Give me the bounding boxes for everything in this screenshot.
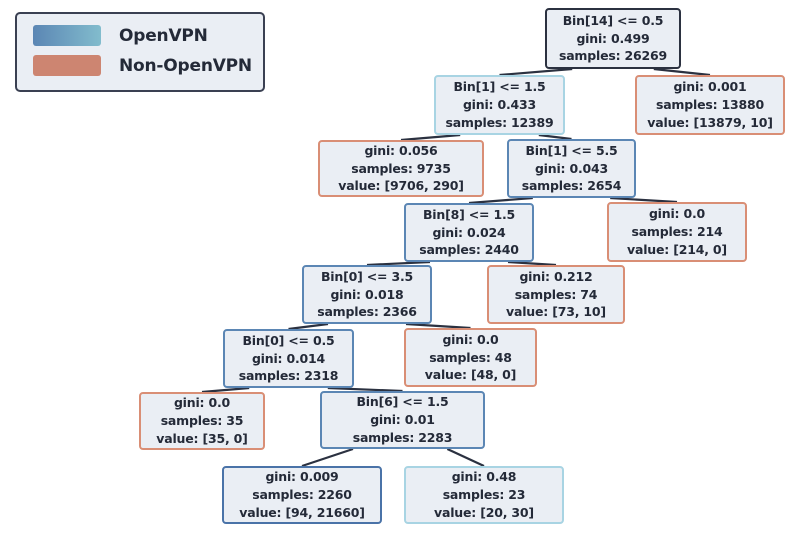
node-text-line: gini: 0.024 bbox=[432, 224, 506, 240]
node-text-line: value: [48, 0] bbox=[424, 367, 517, 383]
node-text-line: samples: 2283 bbox=[352, 429, 453, 445]
node-text-line: Bin[8] <= 1.5 bbox=[422, 206, 516, 222]
node-text-line: gini: 0.01 bbox=[370, 412, 435, 428]
node-text-line: value: [20, 30] bbox=[434, 504, 534, 520]
legend-swatch-openvpn bbox=[33, 25, 101, 46]
node-text-line: samples: 2440 bbox=[419, 242, 519, 258]
legend-item-non-openvpn: Non-OpenVPN bbox=[33, 55, 252, 76]
node-text-line: gini: 0.499 bbox=[576, 30, 650, 46]
node-text-line: value: [35, 0] bbox=[156, 430, 248, 446]
tree-edge bbox=[446, 448, 485, 467]
node-bin0-le-0p5: Bin[0] <= 0.5 gini: 0.014 samples: 2318 bbox=[223, 329, 354, 388]
legend-label-non-openvpn: Non-OpenVPN bbox=[119, 55, 252, 76]
node-text-line: samples: 74 bbox=[514, 286, 598, 302]
node-bin0-le-3p5: Bin[0] <= 3.5 gini: 0.018 samples: 2366 bbox=[302, 265, 432, 324]
node-text-line: value: [73, 10] bbox=[506, 304, 606, 320]
node-text-line: Bin[14] <= 0.5 bbox=[562, 12, 664, 28]
node-text-line: gini: 0.056 bbox=[364, 142, 438, 158]
node-text-line: samples: 2366 bbox=[317, 304, 417, 320]
legend-swatch-non-openvpn bbox=[33, 55, 101, 76]
legend-item-openvpn: OpenVPN bbox=[33, 25, 208, 46]
tree-edge bbox=[301, 447, 354, 468]
node-text-line: Bin[6] <= 1.5 bbox=[356, 394, 449, 410]
node-text-line: samples: 26269 bbox=[558, 48, 668, 64]
node-text-line: value: [94, 21660] bbox=[239, 504, 365, 520]
node-text-line: gini: 0.0 bbox=[173, 395, 231, 411]
node-bin8-le-1p5: Bin[8] <= 1.5 gini: 0.024 samples: 2440 bbox=[404, 203, 534, 262]
node-text-line: Bin[1] <= 5.5 bbox=[525, 142, 618, 158]
node-text-line: samples: 12389 bbox=[445, 114, 554, 130]
node-text-line: samples: 23 bbox=[442, 487, 526, 503]
node-text-line: Bin[1] <= 1.5 bbox=[453, 79, 546, 95]
node-text-line: gini: 0.212 bbox=[519, 268, 593, 284]
node-text-line: gini: 0.009 bbox=[265, 469, 339, 485]
node-text-line: samples: 48 bbox=[429, 349, 512, 365]
node-text-line: samples: 13880 bbox=[655, 97, 765, 113]
leaf-nonopenvpn-74: gini: 0.212 samples: 74 value: [73, 10] bbox=[487, 265, 625, 324]
node-text-line: gini: 0.018 bbox=[330, 286, 404, 302]
node-text-line: samples: 2260 bbox=[252, 487, 352, 503]
node-text-line: samples: 9735 bbox=[351, 160, 451, 176]
node-text-line: Bin[0] <= 3.5 bbox=[320, 268, 414, 284]
node-text-line: gini: 0.014 bbox=[251, 350, 326, 366]
leaf-nonopenvpn-9735: gini: 0.056 samples: 9735 value: [9706, 29… bbox=[318, 140, 484, 197]
node-text-line: gini: 0.043 bbox=[534, 160, 609, 176]
node-bin1-le-5p5: Bin[1] <= 5.5 gini: 0.043 samples: 2654 bbox=[507, 139, 636, 198]
node-text-line: value: [9706, 290] bbox=[338, 178, 464, 194]
node-text-line: samples: 2654 bbox=[521, 178, 622, 194]
node-text-line: gini: 0.433 bbox=[462, 97, 537, 113]
node-text-line: gini: 0.0 bbox=[648, 206, 706, 222]
node-text-line: gini: 0.0 bbox=[442, 331, 499, 347]
node-text-line: Bin[0] <= 0.5 bbox=[242, 332, 335, 348]
legend-label-openvpn: OpenVPN bbox=[119, 25, 208, 46]
node-text-line: value: [214, 0] bbox=[627, 241, 727, 257]
node-text-line: samples: 214 bbox=[631, 224, 723, 240]
node-text-line: samples: 35 bbox=[160, 413, 244, 429]
node-text-line: samples: 2318 bbox=[238, 368, 339, 384]
leaf-nonopenvpn-48: gini: 0.0 samples: 48 value: [48, 0] bbox=[404, 328, 537, 387]
node-text-line: value: [13879, 10] bbox=[647, 114, 773, 130]
node-text-line: gini: 0.48 bbox=[451, 469, 517, 485]
root-node: Bin[14] <= 0.5 gini: 0.499 samples: 26269 bbox=[545, 8, 681, 69]
node-text-line: gini: 0.001 bbox=[673, 79, 747, 95]
legend-box: OpenVPN Non-OpenVPN bbox=[15, 12, 265, 92]
